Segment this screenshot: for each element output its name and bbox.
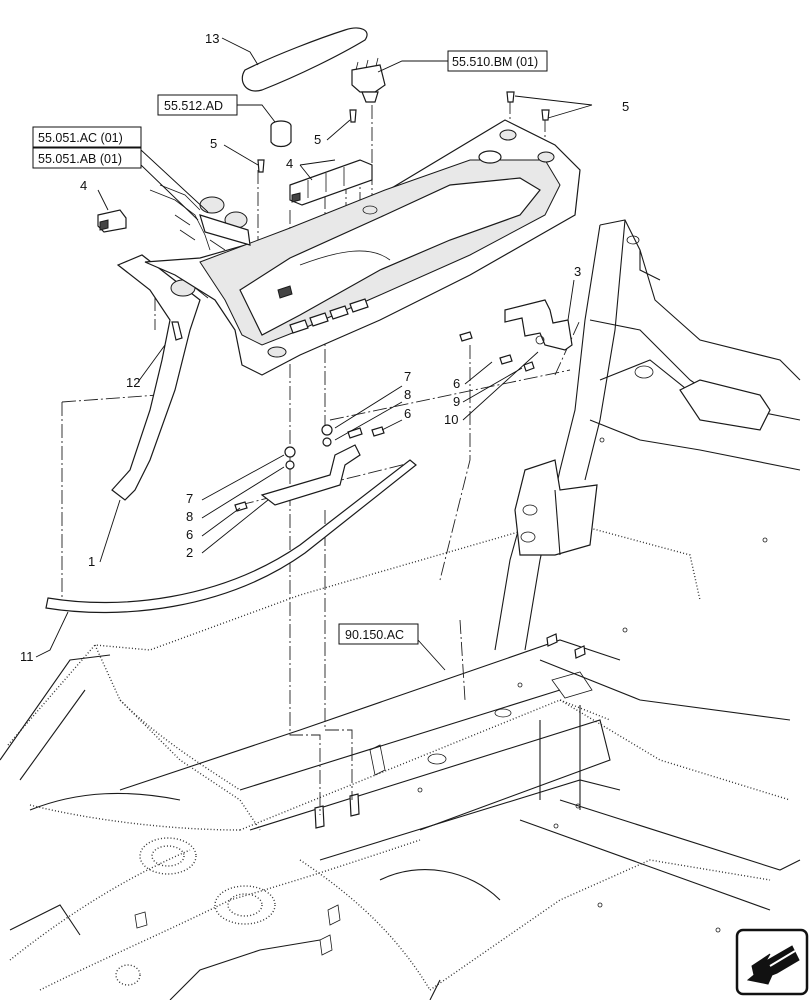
callout-4: 4	[80, 178, 87, 193]
trim-strip-part-11	[45, 459, 417, 614]
pillar-trim-part-1	[111, 254, 201, 501]
callout-5: 5	[622, 99, 629, 114]
callout-6: 6	[453, 376, 460, 391]
console-panel	[144, 119, 581, 376]
reference-label: 55.051.AC (01)	[38, 131, 123, 145]
screw-part-5	[257, 91, 550, 173]
reference-label: 55.051.AB (01)	[38, 152, 122, 166]
callout-9: 9	[453, 394, 460, 409]
switch-group-part-4	[97, 159, 373, 233]
callout-7: 7	[404, 369, 411, 384]
callout-6: 6	[186, 527, 193, 542]
callout-2: 2	[186, 545, 193, 560]
reference-55-512-ad[interactable]: 55.512.AD	[157, 94, 238, 116]
cab-structure	[0, 219, 801, 1000]
reference-55-510-bm[interactable]: 55.510.BM (01)	[447, 50, 548, 72]
callout-7: 7	[186, 491, 193, 506]
bracket-part-3	[504, 299, 573, 351]
cab-frame	[7, 519, 791, 991]
callout-1: 1	[88, 554, 95, 569]
reference-label: 90.150.AC	[345, 628, 404, 642]
arrow-down-left-icon[interactable]	[735, 928, 809, 996]
reference-label: 55.512.AD	[164, 99, 223, 113]
callout-11: 11	[20, 649, 34, 664]
callout-4: 4	[286, 156, 293, 171]
screw-part-12	[171, 321, 183, 341]
callout-8: 8	[186, 509, 193, 524]
leader-lines	[35, 37, 593, 671]
callout-10: 10	[444, 412, 458, 427]
reference-label: 55.510.BM (01)	[452, 55, 538, 69]
control-knobs	[149, 184, 251, 251]
bracket-part-2	[260, 444, 361, 506]
callout-13: 13	[205, 31, 219, 46]
reference-55-051-ac[interactable]: 55.051.AC (01)	[32, 126, 142, 148]
socket-55-512	[270, 120, 292, 148]
reference-90-150-ac[interactable]: 90.150.AC	[338, 623, 419, 645]
callout-5: 5	[314, 132, 321, 147]
nuts-washers	[284, 424, 333, 470]
armrest-pad-part-13	[241, 27, 368, 92]
callout-6: 6	[404, 406, 411, 421]
callout-8: 8	[404, 387, 411, 402]
callouts: 13 5 5 5 4 4 3 12 6 9 10 7 8 6 7 8 6 2 1…	[20, 31, 629, 664]
switch-55-510	[351, 57, 386, 103]
callout-5: 5	[210, 136, 217, 151]
reference-55-051-ab[interactable]: 55.051.AB (01)	[32, 147, 142, 169]
callout-12: 12	[126, 375, 140, 390]
callout-3: 3	[574, 264, 581, 279]
